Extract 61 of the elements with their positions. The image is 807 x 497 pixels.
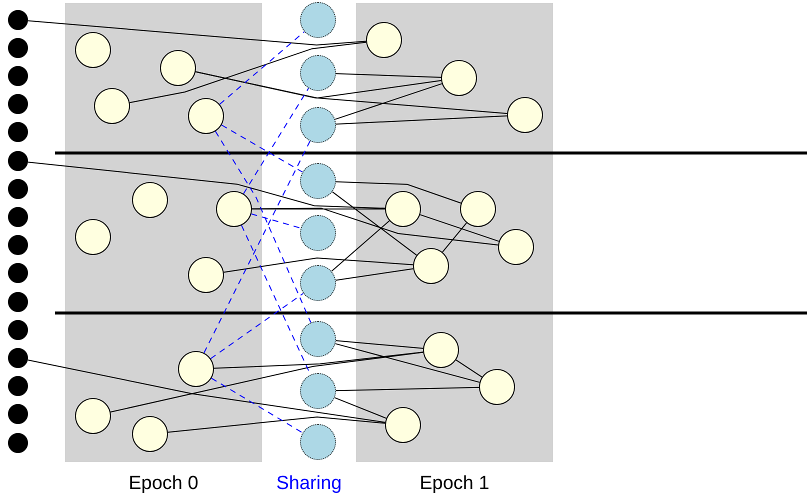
- dashed-connector: [243, 88, 309, 194]
- dot: [8, 348, 28, 368]
- dashed-connector: [210, 378, 304, 434]
- band-title: Epoch 0: [128, 473, 200, 495]
- connector-line: [335, 340, 424, 349]
- connector-line: [110, 352, 424, 412]
- connector-line: [334, 397, 387, 419]
- connector-line: [195, 71, 442, 98]
- dot: [8, 94, 28, 114]
- connector-line: [442, 222, 467, 253]
- shared-node-circle: [300, 107, 336, 143]
- shared-node-circle: [300, 215, 336, 251]
- connector-line: [456, 359, 482, 378]
- shared-node-circle: [300, 55, 336, 91]
- dashed-connector: [210, 292, 304, 360]
- connector-line: [167, 416, 386, 433]
- connector-line: [336, 386, 480, 392]
- connector-line: [27, 162, 386, 209]
- dot: [8, 207, 28, 227]
- dot: [8, 235, 28, 255]
- shared-node-circle: [300, 373, 336, 409]
- dot: [8, 263, 28, 283]
- connector-line: [223, 258, 414, 273]
- shared-node-circle: [300, 163, 336, 199]
- connector-line: [334, 343, 480, 383]
- dot: [8, 292, 28, 312]
- connector-line: [334, 83, 442, 120]
- connector-line: [28, 20, 366, 46]
- dot: [8, 10, 28, 30]
- shared-node-circle: [300, 321, 336, 357]
- dashed-connector: [214, 130, 312, 323]
- connector-line: [336, 181, 462, 204]
- dot: [8, 151, 28, 171]
- connector-line: [331, 220, 390, 272]
- shared-node-circle: [300, 265, 336, 301]
- connector-line: [27, 360, 386, 423]
- shared-node-circle: [300, 2, 336, 38]
- dot: [8, 66, 28, 86]
- connector-line: [129, 42, 367, 104]
- dot: [8, 179, 28, 199]
- connector-line: [336, 115, 508, 125]
- band-title: Epoch 1: [418, 473, 490, 495]
- dot: [8, 433, 28, 453]
- dot: [8, 376, 28, 396]
- dashed-connector: [219, 31, 305, 105]
- connector-line: [335, 268, 414, 281]
- connector-line: [214, 352, 424, 369]
- dashed-connector: [250, 213, 302, 229]
- dot: [8, 38, 28, 58]
- dashed-connector: [221, 124, 303, 172]
- column-title: Sharing: [275, 473, 343, 495]
- dot: [8, 404, 28, 424]
- connector-line: [332, 191, 418, 256]
- dashed-connector: [204, 140, 310, 354]
- shared-node-circle: [300, 424, 336, 460]
- connector-line: [195, 71, 508, 114]
- connector-line: [336, 73, 442, 78]
- connector-line: [420, 214, 500, 242]
- connector-line: [252, 208, 499, 246]
- dot: [8, 122, 28, 142]
- dot: [8, 320, 28, 340]
